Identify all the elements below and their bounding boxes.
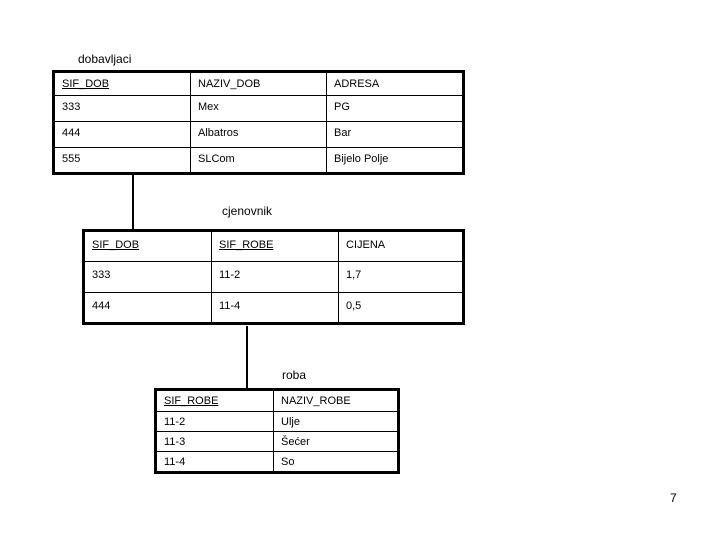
table-row: 11-3 Šećer	[155, 431, 399, 452]
table-cell: 11-4	[211, 292, 339, 324]
table-cell: 333	[83, 261, 212, 293]
relationship-line-dobavljaci-cjenovnik	[132, 175, 134, 230]
column-header-adresa: ADRESA	[326, 71, 464, 96]
table-cell: Bijelo Polje	[326, 147, 464, 174]
table-cell: 11-3	[155, 431, 274, 452]
table-header-row: SIF_DOB SIF_ROBE CIJENA	[83, 230, 464, 262]
table-cell: 11-4	[155, 451, 274, 473]
table-cell: 333	[53, 95, 191, 122]
column-header-sif-dob: SIF_DOB	[53, 71, 191, 96]
table-cell: 11-2	[155, 411, 274, 432]
table-cell: Mex	[190, 95, 327, 122]
column-header-cijena: CIJENA	[338, 230, 464, 262]
table-dobavljaci: SIF_DOB NAZIV_DOB ADRESA 333 Mex PG 444 …	[52, 70, 465, 175]
table-cell: SLCom	[190, 147, 327, 174]
table-title-cjenovnik: cjenovnik	[222, 204, 273, 218]
column-header-sif-dob: SIF_DOB	[83, 230, 212, 262]
column-header-naziv-dob: NAZIV_DOB	[190, 71, 327, 96]
table-title-roba: roba	[282, 368, 307, 382]
table-row: 555 SLCom Bijelo Polje	[53, 147, 464, 174]
table-cell: 444	[83, 292, 212, 324]
table-header-row: SIF_DOB NAZIV_DOB ADRESA	[53, 71, 464, 96]
table-cell: 555	[53, 147, 191, 174]
table-cell: Ulje	[273, 411, 399, 432]
table-roba: SIF_ROBE NAZIV_ROBE 11-2 Ulje 11-3 Šećer…	[154, 388, 400, 474]
table-title-dobavljaci: dobavljaci	[78, 52, 132, 66]
table-cjenovnik: SIF_DOB SIF_ROBE CIJENA 333 11-2 1,7 444…	[82, 229, 465, 325]
relationship-line-cjenovnik-roba	[246, 326, 248, 389]
page-number: 7	[670, 491, 677, 505]
table-row: 11-4 So	[155, 451, 399, 473]
column-header-sif-robe: SIF_ROBE	[211, 230, 339, 262]
table-row: 444 11-4 0,5	[83, 292, 464, 324]
table-cell: So	[273, 451, 399, 473]
table-row: 11-2 Ulje	[155, 411, 399, 432]
table-cell: 11-2	[211, 261, 339, 293]
table-row: 333 Mex PG	[53, 95, 464, 122]
table-cell: Bar	[326, 121, 464, 148]
table-header-row: SIF_ROBE NAZIV_ROBE	[155, 389, 399, 412]
table-cell: 0,5	[338, 292, 464, 324]
table-row: 444 Albatros Bar	[53, 121, 464, 148]
column-header-naziv-robe: NAZIV_ROBE	[273, 389, 399, 412]
table-cell: 1,7	[338, 261, 464, 293]
table-cell: PG	[326, 95, 464, 122]
table-cell: Albatros	[190, 121, 327, 148]
table-cell: Šećer	[273, 431, 399, 452]
column-header-sif-robe: SIF_ROBE	[155, 389, 274, 412]
table-cell: 444	[53, 121, 191, 148]
table-row: 333 11-2 1,7	[83, 261, 464, 293]
